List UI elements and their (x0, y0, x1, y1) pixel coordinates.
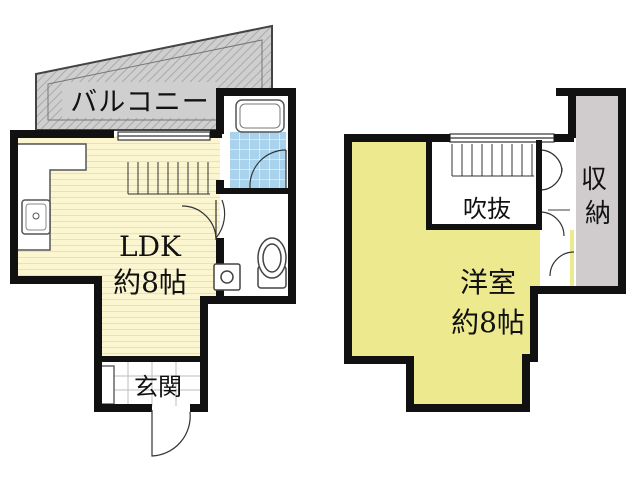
closet-doors (539, 149, 575, 277)
western-room-size: 約8帖 (451, 306, 525, 339)
western-room-label: 洋室 (460, 266, 516, 299)
lower-walls (10, 88, 296, 412)
entrance-label: 玄関 (134, 373, 182, 401)
atrium-label: 吹抜 (463, 195, 511, 223)
balcony-window (117, 131, 211, 141)
upper-floor: 吹抜 洋室 約8帖 (344, 88, 626, 412)
upper-walls (344, 88, 626, 412)
door-swings-lower (151, 149, 287, 457)
stairs-upper (451, 144, 534, 177)
ldk-size: 約8帖 (113, 266, 187, 299)
entrance-tiles (104, 362, 200, 406)
ldk-label: LDK (119, 230, 182, 263)
toilet (213, 237, 287, 291)
stairs-lower (127, 162, 210, 195)
balcony-label: バルコニー (70, 87, 209, 118)
storage-label: 収 納 (581, 165, 615, 229)
lower-floor: LDK 約8帖 玄関 (10, 88, 296, 457)
balcony: バルコニー (35, 24, 273, 131)
